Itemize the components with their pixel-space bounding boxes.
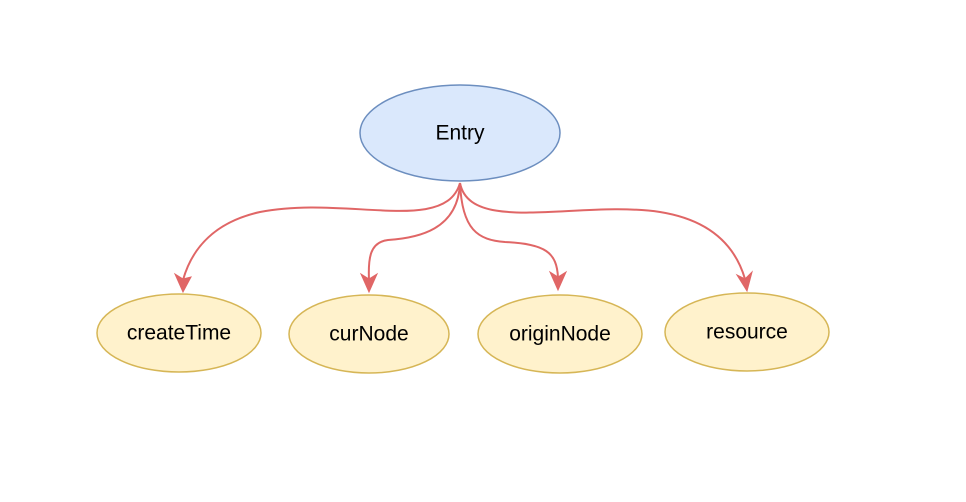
arrowhead-createtime (173, 272, 192, 294)
edge-entry-originnode (459, 182, 559, 279)
node-createtime-label: createTime (127, 322, 231, 345)
node-curnode-shape (288, 294, 450, 374)
edges (173, 182, 753, 294)
node-resource-label: resource (706, 321, 788, 344)
node-curnode[interactable]: curNode (288, 294, 450, 374)
arrowhead-originnode (548, 270, 568, 292)
node-entry-label: Entry (435, 122, 485, 145)
node-resource-shape (664, 292, 830, 372)
node-resource[interactable]: resource (664, 292, 830, 372)
node-originnode-shape (477, 294, 643, 374)
node-entry-shape (359, 84, 561, 182)
arrowhead-curnode (359, 272, 379, 294)
edge-entry-curnode (367, 182, 461, 281)
edge-entry-createtime (182, 182, 461, 281)
node-entry[interactable]: Entry (359, 84, 561, 182)
arrowhead-resource (735, 270, 753, 293)
edge-entry-resource (459, 182, 746, 280)
node-createtime[interactable]: createTime (96, 293, 262, 373)
node-curnode-label: curNode (329, 323, 408, 346)
node-originnode[interactable]: originNode (477, 294, 643, 374)
node-originnode-label: originNode (509, 323, 611, 346)
node-createtime-shape (96, 293, 262, 373)
